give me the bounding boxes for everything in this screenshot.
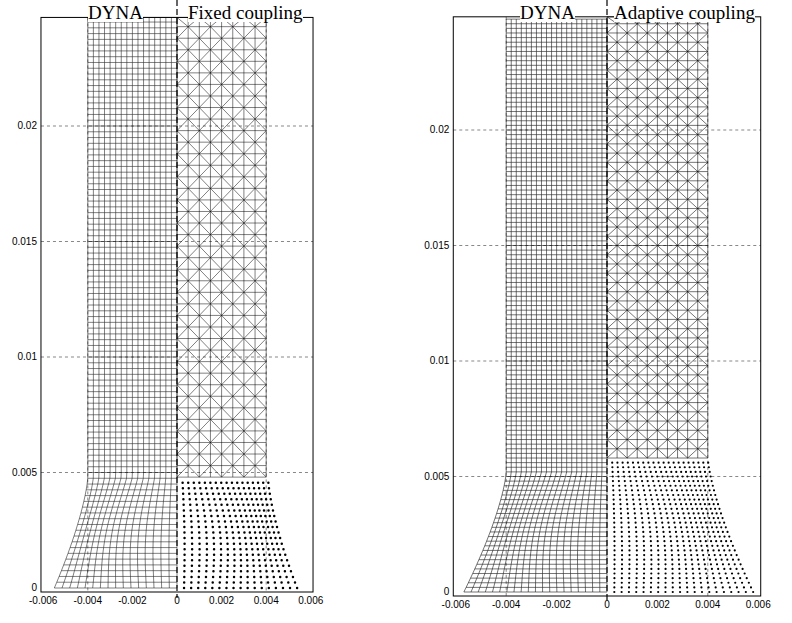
triangle-mesh <box>607 17 708 458</box>
panel-heading: DYNA <box>88 3 143 22</box>
panel-heading: Adaptive coupling <box>614 3 755 22</box>
axis-tick-label: 0 <box>174 596 180 606</box>
center-line <box>606 0 607 602</box>
center-line <box>176 0 177 598</box>
axis-tick-label: 0.015 <box>424 241 449 251</box>
axis-tick-label: 0.01 <box>430 356 449 366</box>
axis-tick-label: -0.006 <box>442 600 470 610</box>
axis-tick-label: 0.004 <box>254 596 279 606</box>
axis-tick-label: 0 <box>444 587 450 597</box>
axis-tick-label: 0.015 <box>12 237 37 247</box>
axis-tick-label: -0.002 <box>118 596 146 606</box>
axis-tick-label: -0.004 <box>74 596 102 606</box>
axis-tick-label: 0.02 <box>430 125 449 135</box>
quad-mesh <box>464 19 607 592</box>
axis-tick-label: -0.002 <box>542 600 570 610</box>
axis-tick-label: 0.01 <box>18 352 37 362</box>
panel-heading: DYNA <box>520 3 575 22</box>
axis-tick-label: 0 <box>604 600 610 610</box>
axis-tick-label: 0 <box>31 583 37 593</box>
quad-mesh <box>54 17 177 588</box>
axis-tick-label: -0.004 <box>492 600 520 610</box>
axis-tick-label: -0.006 <box>29 596 57 606</box>
axis-tick-label: 0.002 <box>645 600 670 610</box>
axis-tick-label: 0.004 <box>695 600 720 610</box>
axis-tick-label: 0.002 <box>209 596 234 606</box>
axis-tick-label: 0.005 <box>12 468 37 478</box>
axis-tick-label: 0.006 <box>746 600 771 610</box>
axis-tick-label: 0.02 <box>18 121 37 131</box>
particle-dots <box>181 481 298 589</box>
axis-tick-label: 0.005 <box>424 472 449 482</box>
panel-heading: Fixed coupling <box>188 3 303 22</box>
triangle-mesh <box>177 17 266 477</box>
particle-dots <box>611 462 754 594</box>
axis-tick-label: 0.006 <box>298 596 323 606</box>
